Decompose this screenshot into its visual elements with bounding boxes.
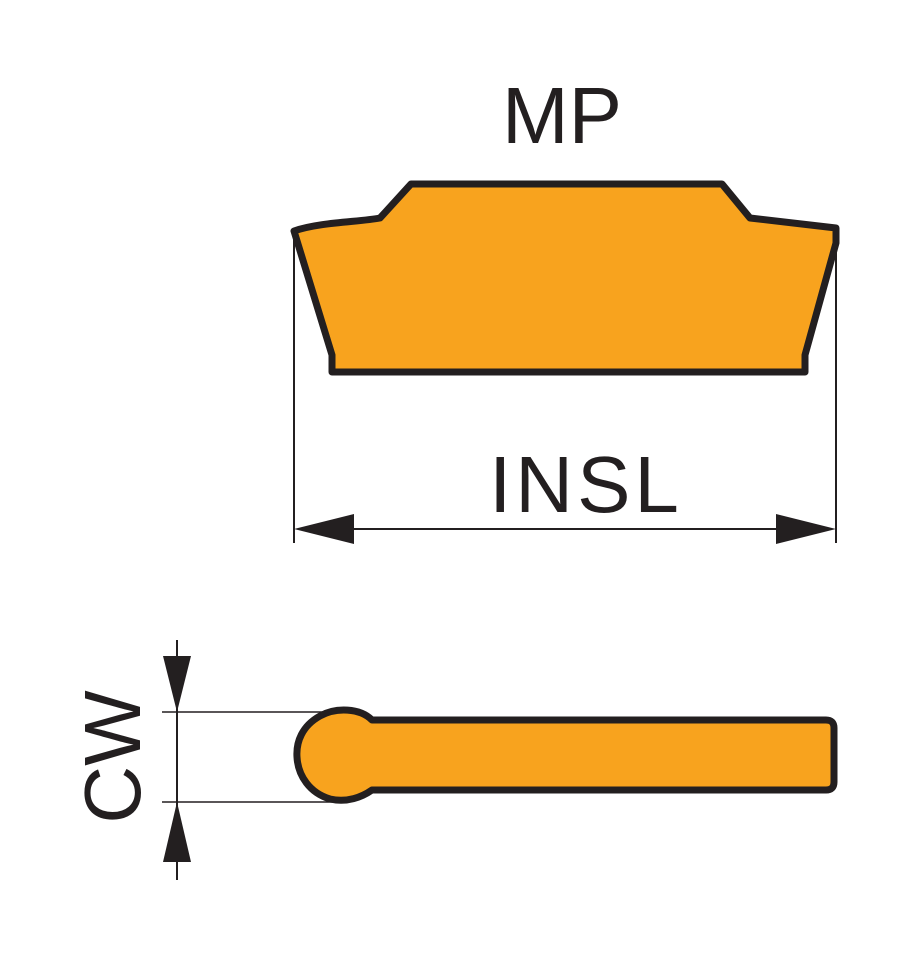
insert-top-outline: [290, 180, 840, 376]
arrow-up-icon: [163, 802, 191, 862]
side-view: CW: [68, 640, 838, 880]
cw-label: CW: [68, 690, 157, 824]
insert-side-outline: [293, 706, 838, 804]
insl-label: INSL: [489, 440, 683, 529]
arrow-left-icon: [294, 514, 354, 544]
mp-label: MP: [502, 71, 622, 160]
arrow-down-icon: [163, 656, 191, 712]
top-view: MP INSL: [290, 71, 840, 544]
arrow-right-icon: [776, 514, 836, 544]
